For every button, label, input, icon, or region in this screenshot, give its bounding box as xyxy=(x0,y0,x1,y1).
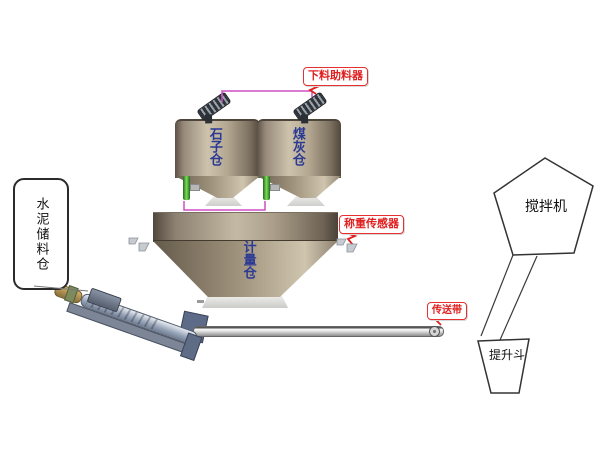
load-cell-right-lower xyxy=(346,243,358,253)
load-cell-left-upper xyxy=(128,237,139,245)
cement-silo-label: 水泥储料仓 xyxy=(33,196,49,272)
cement-silo: 水泥储料仓 xyxy=(13,178,69,290)
stone-bin-body xyxy=(175,119,260,178)
lift-rail-left xyxy=(480,254,514,337)
weigh-bin-label: 计量仓 xyxy=(240,240,256,279)
load-cell-right-upper xyxy=(336,238,347,246)
coal-ash-bin-valve xyxy=(263,176,270,200)
feeder-callout: 下料助料器 xyxy=(303,67,368,86)
mixer-label: 搅拌机 xyxy=(525,199,567,215)
feeder-callout-tail xyxy=(307,84,320,95)
load-cell-left-lower xyxy=(138,242,150,252)
weigh-bin-outlet-skirt xyxy=(202,294,288,308)
vibrator-bracket-line xyxy=(221,90,313,102)
stone-bin-valve xyxy=(183,176,190,200)
belt-callout: 传送带 xyxy=(427,302,467,320)
stone-bin-label: 石子仓 xyxy=(206,127,222,166)
belt-end-roller xyxy=(429,326,440,337)
coal-ash-bin-outlet-stub xyxy=(270,184,280,191)
mixer-body xyxy=(493,157,594,256)
valve-bracket-line xyxy=(183,201,266,211)
load-cell-callout-tail xyxy=(345,232,358,246)
stone-bin-outlet-stub xyxy=(190,184,200,191)
lift-rail-right xyxy=(499,255,538,341)
lift-bucket-label: 提升斗 xyxy=(488,348,525,362)
coal-ash-bin-label: 煤灰仓 xyxy=(289,127,305,166)
load-cell-callout: 称重传感器 xyxy=(339,215,404,234)
silo-support-line xyxy=(33,285,89,292)
weigh-bin-outlet-nub xyxy=(197,300,204,303)
lift-bucket-body xyxy=(477,338,530,394)
